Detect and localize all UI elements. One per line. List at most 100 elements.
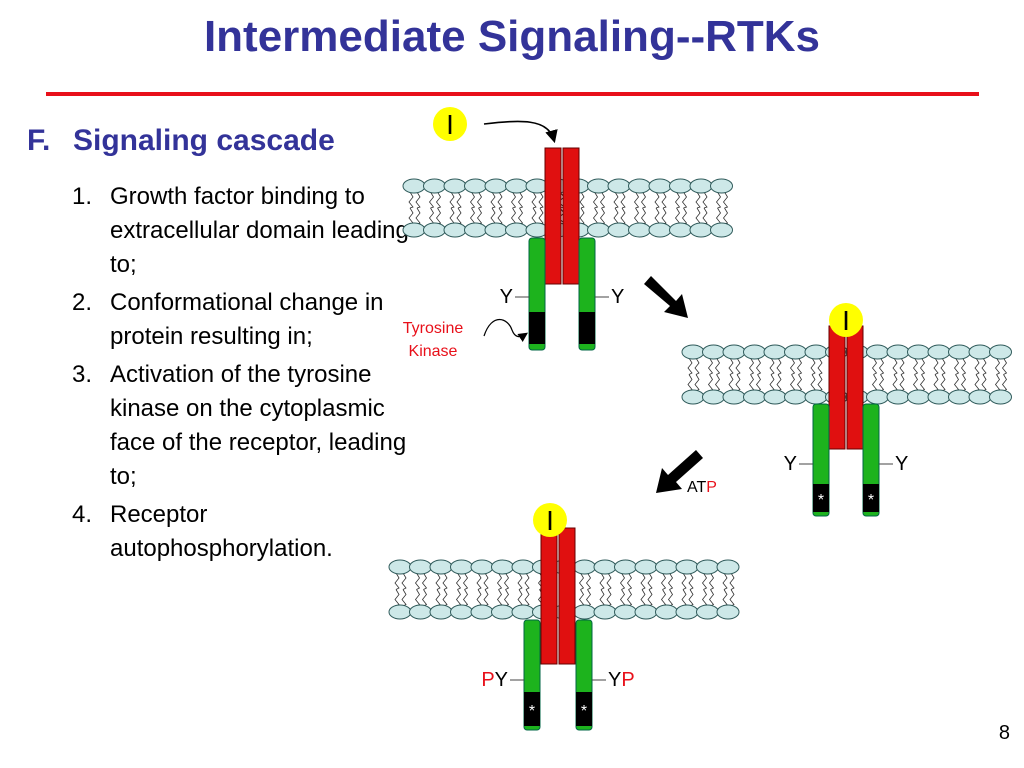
active-marker: * [581,703,587,720]
lipid-tail [817,374,823,392]
lipid-tail [606,572,612,590]
lipid-tail [640,191,647,209]
process-arrow-down-left [656,450,703,493]
phospholipid-head [716,604,740,620]
phospholipid-head [784,389,807,405]
kinase-domain [576,692,592,726]
phospholipid-head [402,222,426,238]
phospholipid-head [927,389,951,405]
lipid-tail [415,207,421,225]
phospholipid-head [505,178,528,194]
phospholipid-head [948,389,971,405]
kinase-domain [529,312,545,344]
receptor-tm-domain [828,325,846,450]
lipid-tail [674,207,681,225]
lipid-tail [728,374,734,392]
lipid-tail [735,357,741,375]
lipid-tail [694,357,700,375]
lipid-tail [1001,374,1008,392]
lipid-tail [729,572,735,590]
phospholipid-head [743,344,766,360]
lipid-tail [640,589,646,607]
lipid-tail [421,572,428,590]
phospholipid-head [470,604,494,620]
lipid-tail [748,357,755,375]
lipid-tail [613,191,619,209]
lipid-tail [919,357,926,375]
section-label: F. [27,124,51,157]
lipid-tail [435,572,441,590]
lipid-tail [953,357,960,375]
lipid-tail [647,589,653,607]
atp-label: ATP [687,479,717,496]
phospholipid-head [464,178,487,194]
phospholipid-head [696,559,719,575]
kinase-label-line1: Tyrosine [403,320,464,337]
lipid-tail [476,207,483,225]
phospholipid-head [968,344,992,360]
lipid-tail [899,357,905,375]
lipid-tail [776,357,782,375]
lipid-tail [640,207,647,225]
phospholipid-head [722,389,746,405]
phospholipid-head [927,344,951,360]
lipid-tail [401,572,407,590]
phospholipid-head [866,389,889,405]
lipid-tail [681,207,688,225]
active-marker: * [529,703,535,720]
lipid-tail [619,589,626,607]
lipid-tail [695,207,701,225]
phospholipid-head [669,222,692,238]
lipid-tail [428,191,435,209]
phospholipid-head [443,222,467,238]
lipid-tail [912,374,919,392]
phospholipid-head [681,389,705,405]
lipid-tail [735,374,741,392]
lipid-tail [702,191,708,209]
kinase-domain [863,484,879,512]
lipid-tail [776,374,782,392]
lipid-tail [449,191,455,209]
phospholipid-head [784,344,807,360]
lipid-tail [449,207,455,225]
phospholipid-head [968,389,992,405]
phospholipid-head [443,178,467,194]
phospholipid-head [648,222,672,238]
lipid-tail [510,207,517,225]
lipid-tail [476,572,482,590]
lipid-tail [789,374,796,392]
lipid-tail [667,589,674,607]
lipid-tail [722,589,728,607]
step-text: Receptor autophosphorylation. [110,501,333,562]
lipid-tail [394,589,400,607]
lipid-tail [578,572,585,590]
lipid-tail [435,589,441,607]
lipid-tail [681,572,687,590]
ligand-label: I [546,505,554,536]
steps-list: 1.Growth factor binding to extracellular… [72,180,412,570]
phospholipid-head [681,344,705,360]
lipid-tail [619,572,626,590]
lipid-tail [715,207,722,225]
lipid-tail [661,207,667,225]
phospholipid-head [702,389,725,405]
lipid-tail [531,207,537,225]
lipid-tail [394,572,400,590]
lipid-tail [810,374,816,392]
phospholipid-head [655,604,678,620]
lipid-tail [981,374,987,392]
phospholipid-head [470,559,494,575]
lipid-tail [974,374,980,392]
active-marker: * [818,492,824,509]
tyrosine-label-left: Y [784,453,797,475]
lipid-tail [401,589,407,607]
lipid-tail [687,357,693,375]
lipid-tail [626,572,633,590]
lipid-tail [994,374,1001,392]
lipid-tail [715,191,722,209]
phospholipid-head [675,559,699,575]
step-number: 2. [72,289,93,316]
phospholipid-head [696,604,719,620]
step-item: 2.Conformational change in protein resul… [72,286,412,354]
